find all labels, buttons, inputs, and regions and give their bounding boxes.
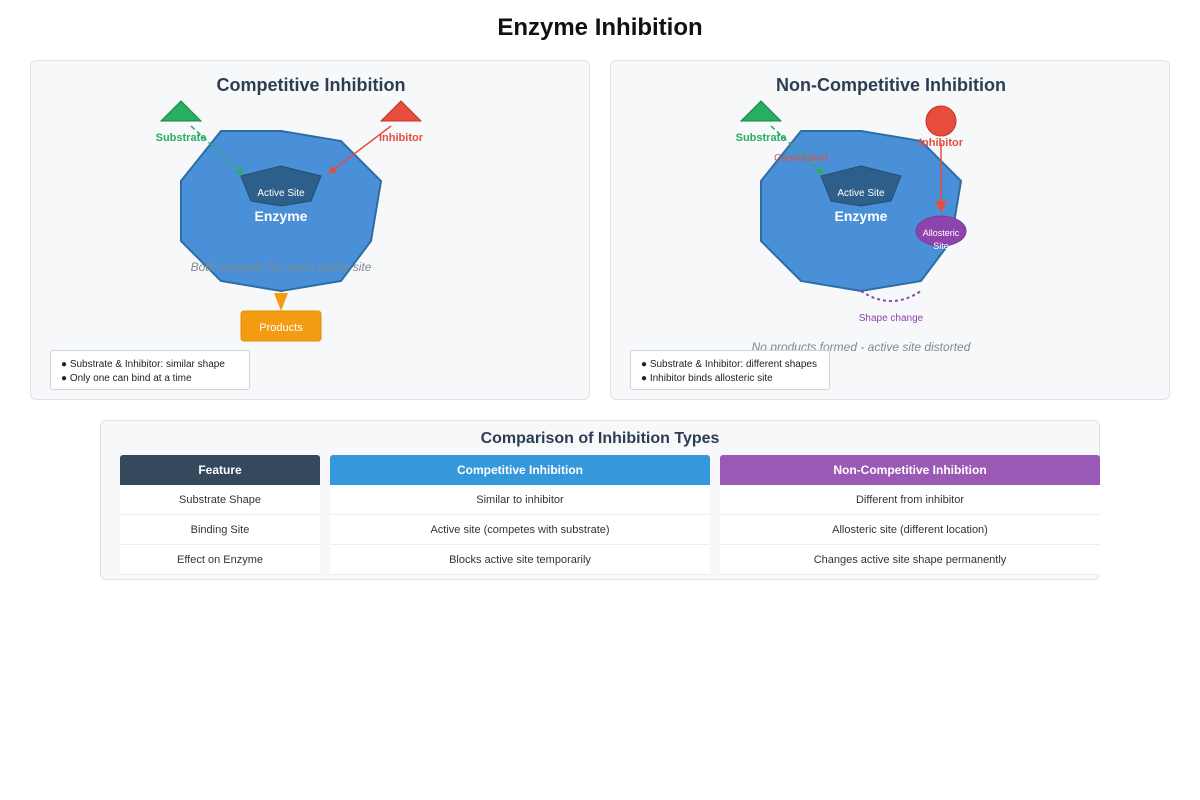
noncompetitive-diagram: Non-Competitive Inhibition Active Site E… — [736, 75, 1006, 354]
table-cell: Allosteric site (different location) — [720, 515, 1100, 545]
table-header-competitive: Competitive Inhibition — [330, 455, 710, 485]
competition-note: Both compete for same active site — [191, 260, 372, 274]
inhibitor-shape — [925, 105, 957, 137]
products-box — [240, 310, 322, 342]
allosteric-site-shape — [915, 215, 967, 247]
substrate-arrow — [770, 125, 824, 175]
comparison-title: Comparison of Inhibition Types — [480, 430, 720, 447]
noncompetitive-column: Non-Competitive Inhibition Different fro… — [720, 455, 1100, 575]
shape-change-label: Shape change — [859, 313, 924, 324]
active-site-label: Active Site — [837, 188, 885, 199]
enzyme-label: Enzyme — [835, 208, 888, 224]
inhibitor-arrow — [328, 125, 392, 174]
noncompetitive-legend: ● Substrate & Inhibitor: different shape… — [630, 350, 830, 390]
products-label: Products — [259, 322, 303, 334]
table-cell: Substrate Shape — [120, 485, 320, 515]
table-header-noncompetitive: Non-Competitive Inhibition — [720, 455, 1100, 485]
substrate-label: Substrate — [736, 132, 787, 144]
noncompetitive-title: Non-Competitive Inhibition — [776, 75, 1006, 95]
products-arrow — [274, 293, 288, 311]
legend-item: ● Inhibitor binds allosteric site — [641, 373, 773, 384]
feature-column: Feature Substrate Shape Binding Site Eff… — [120, 455, 320, 575]
table-cell: Binding Site — [120, 515, 320, 545]
competitive-legend: ● Substrate & Inhibitor: similar shape ●… — [50, 350, 250, 390]
competitive-diagram: Competitive Inhibition Active Site Enzym… — [156, 75, 424, 342]
inhibitor-label: Inhibitor — [379, 132, 424, 144]
substrate-arrow — [190, 125, 244, 175]
table-header-feature: Feature — [120, 455, 320, 485]
competitive-title: Competitive Inhibition — [217, 75, 406, 95]
active-site-shape — [820, 165, 902, 207]
substrate-label: Substrate — [156, 132, 207, 144]
substrate-shape — [159, 100, 203, 122]
competitive-column: Competitive Inhibition Similar to inhibi… — [330, 455, 710, 575]
allosteric-label: Allosteric — [923, 228, 960, 238]
shape-change-curve — [860, 290, 922, 302]
active-site-shape — [240, 165, 322, 207]
enzyme-shape — [760, 130, 963, 293]
table-cell: Different from inhibitor — [720, 485, 1100, 515]
table-cell: Changes active site shape permanently — [720, 545, 1100, 575]
noncompetitive-inhibition-panel: Non-Competitive Inhibition Active Site E… — [610, 60, 1170, 400]
enzyme-label: Enzyme — [255, 208, 308, 224]
legend-item: ● Substrate & Inhibitor: similar shape — [61, 359, 225, 370]
competitive-inhibition-panel: Competitive Inhibition Active Site Enzym… — [30, 60, 590, 400]
page-title: Enzyme Inhibition — [497, 14, 703, 41]
legend-item: ● Substrate & Inhibitor: different shape… — [641, 359, 817, 370]
table-cell: Active site (competes with substrate) — [330, 515, 710, 545]
table-cell: Blocks active site temporarily — [330, 545, 710, 575]
table-cell: Similar to inhibitor — [330, 485, 710, 515]
allosteric-label: Site — [933, 241, 949, 251]
comparison-table: Comparison of Inhibition Types Feature S… — [100, 420, 1100, 580]
table-cell: Effect on Enzyme — [120, 545, 320, 575]
legend-item: ● Only one can bind at a time — [61, 373, 192, 384]
active-site-label: Active Site — [257, 188, 305, 199]
substrate-shape — [739, 100, 783, 122]
cannot-bind-label: Cannot bind — [774, 153, 828, 164]
inhibitor-shape — [379, 100, 423, 122]
